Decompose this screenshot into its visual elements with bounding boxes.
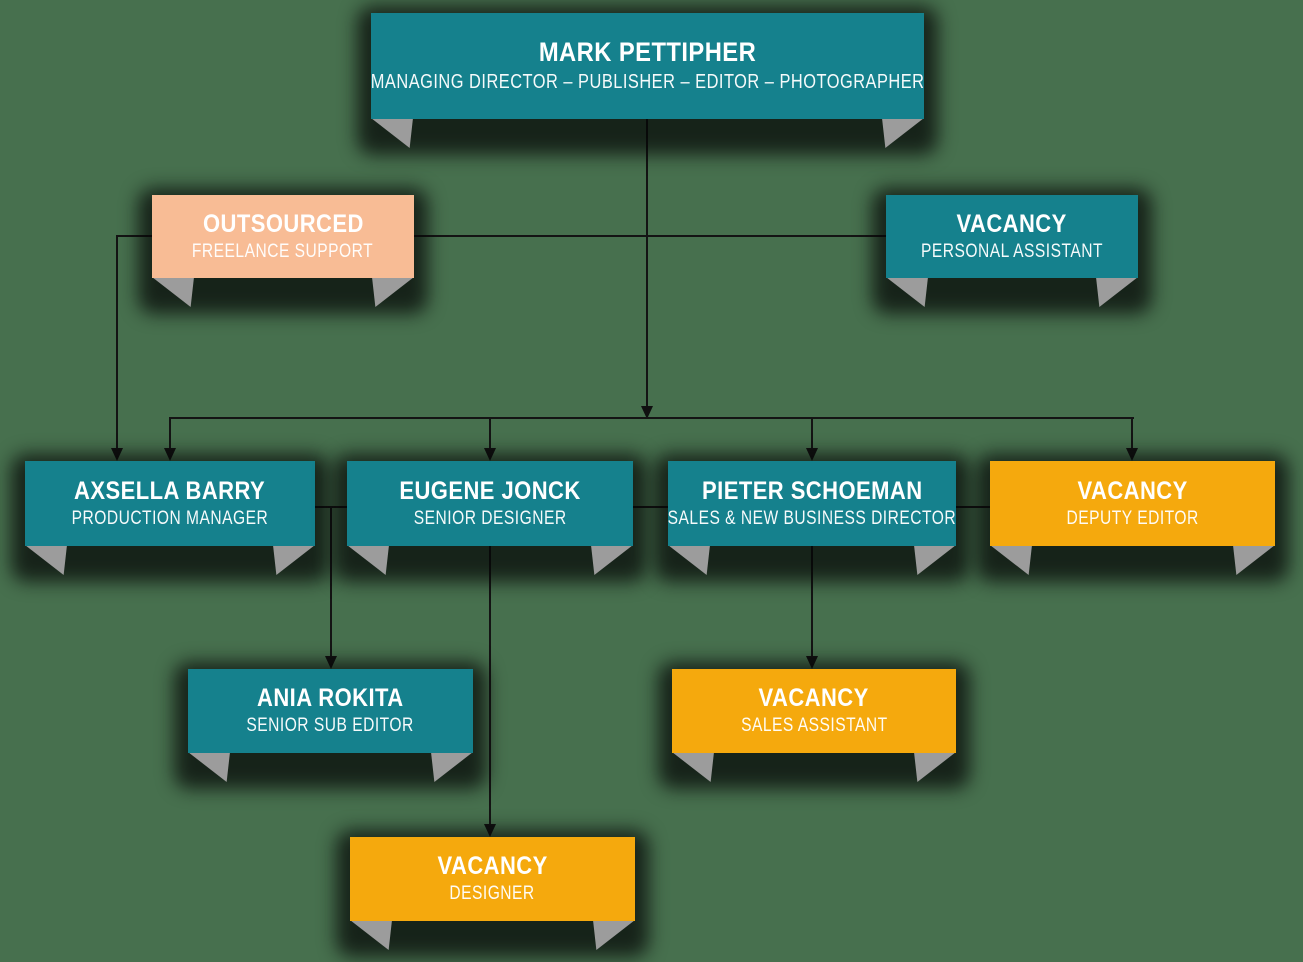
org-node-personal-assistant: VACANCY PERSONAL ASSISTANT [872, 188, 1152, 314]
person-name: PIETER SCHOEMAN [701, 476, 923, 505]
connector-row3-distribution [169, 417, 1134, 419]
org-node-designer-vacancy: VACANCY DESIGNER [336, 830, 649, 957]
connector-drop-ania [330, 506, 332, 657]
person-name: VACANCY [437, 852, 548, 881]
person-name: ANIA ROKITA [257, 684, 404, 713]
connector-outsourced-to-pa [414, 235, 886, 237]
connector-drop-designer [489, 546, 491, 825]
person-name: AXSELLA BARRY [74, 476, 266, 505]
org-node-eugene-jonck: EUGENE JONCK SENIOR DESIGNER [333, 454, 647, 582]
connector-gap-eugene-pieter [632, 506, 669, 508]
org-node-ania-rokita: ANIA ROKITA SENIOR SUB EDITOR [174, 662, 487, 789]
person-name: EUGENE JONCK [399, 476, 581, 505]
person-role: SENIOR DESIGNER [413, 507, 567, 529]
person-role: DEPUTY EDITOR [1066, 507, 1199, 529]
person-role: SENIOR SUB EDITOR [246, 715, 415, 737]
connector-mark-vertical [646, 119, 648, 407]
arrow-into-row3-junction [641, 406, 653, 419]
person-role: MANAGING DIRECTOR – PUBLISHER – EDITOR –… [370, 70, 925, 93]
person-role: PERSONAL ASSISTANT [920, 240, 1104, 262]
connector-gap-pieter-deputy [955, 506, 991, 508]
org-node-outsourced: OUTSOURCED FREELANCE SUPPORT [138, 188, 428, 314]
person-role: PRODUCTION MANAGER [71, 507, 269, 529]
person-name: VACANCY [758, 684, 870, 713]
person-role: FREELANCE SUPPORT [192, 240, 374, 262]
org-node-mark-pettipher: MARK PETTIPHER MANAGING DIRECTOR – PUBLI… [357, 6, 938, 155]
org-node-axsella-barry: AXSELLA BARRY PRODUCTION MANAGER [11, 454, 329, 582]
connector-drop-axsella [169, 417, 171, 448]
person-name: VACANCY [1077, 476, 1188, 505]
person-role: SALES & NEW BUSINESS DIRECTOR [667, 507, 957, 529]
person-name: MARK PETTIPHER [538, 37, 757, 68]
org-node-deputy-editor-vacancy: VACANCY DEPUTY EDITOR [976, 454, 1289, 582]
org-node-pieter-schoeman: PIETER SCHOEMAN SALES & NEW BUSINESS DIR… [654, 454, 970, 582]
person-name: OUTSOURCED [202, 209, 364, 238]
connector-outsourced-down [116, 235, 118, 448]
person-role: DESIGNER [449, 883, 536, 905]
person-name: VACANCY [956, 209, 1068, 238]
connector-drop-deputy-editor [1131, 417, 1133, 448]
org-node-sales-assistant-vacancy: VACANCY SALES ASSISTANT [658, 662, 970, 789]
connector-drop-eugene [489, 417, 491, 448]
connector-drop-sales-assistant [811, 546, 813, 657]
connector-drop-pieter [811, 417, 813, 448]
person-role: SALES ASSISTANT [740, 715, 888, 737]
connector-outsourced-left [116, 235, 154, 237]
